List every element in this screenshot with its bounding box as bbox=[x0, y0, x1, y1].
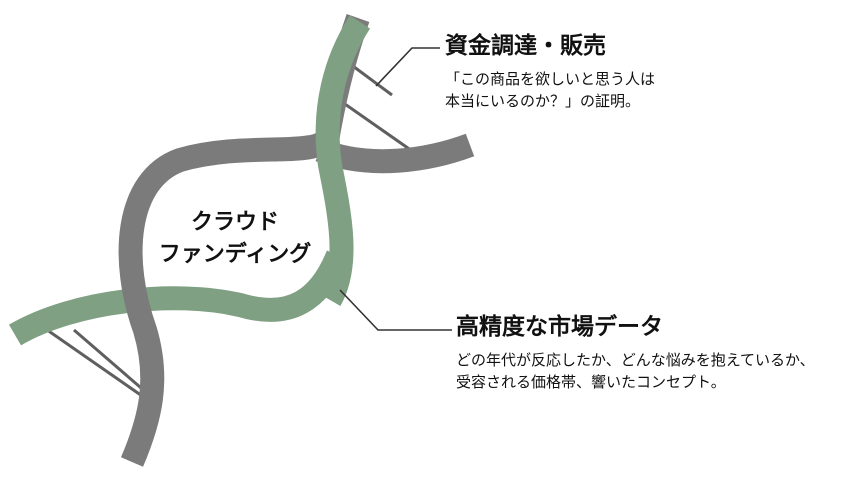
callout-funding-title: 資金調達・販売 bbox=[445, 33, 606, 59]
helix-strand-green-lower bbox=[8, 250, 350, 346]
rung bbox=[39, 323, 146, 400]
callout-market-data-desc-line1: どの年代が反応したか、どんな悩みを抱えているか、 bbox=[456, 351, 815, 369]
callout-market-data-desc-line2: 受容される価格帯、響いたコンセプト。 bbox=[456, 373, 726, 391]
center-label-line1: クラウド bbox=[190, 210, 279, 235]
leader-line-bottom bbox=[339, 289, 452, 331]
center-label: クラウド ファンディング bbox=[150, 207, 320, 271]
callout-funding-desc-line2: 本当にいるのか？」の証明。 bbox=[445, 92, 641, 110]
center-label-line2: ファンディング bbox=[158, 242, 312, 267]
callout-market-data-title: 高精度な市場データ bbox=[456, 314, 663, 340]
helix-strand-green bbox=[315, 15, 371, 306]
callout-market-data: 高精度な市場データ どの年代が反応したか、どんな悩みを抱えているか、 受容される… bbox=[456, 313, 815, 393]
callout-funding-desc: 「この商品を欲しいと思う人は 本当にいるのか？」の証明。 bbox=[445, 68, 655, 112]
callout-funding-desc-line1: 「この商品を欲しいと思う人は bbox=[445, 70, 656, 88]
helix-strand-gray-upper bbox=[315, 133, 475, 174]
leader-line-top bbox=[375, 47, 440, 87]
callout-market-data-desc: どの年代が反応したか、どんな悩みを抱えているか、 受容される価格帯、響いたコンセ… bbox=[456, 349, 815, 393]
callout-funding: 資金調達・販売 「この商品を欲しいと思う人は 本当にいるのか？」の証明。 bbox=[445, 32, 655, 112]
